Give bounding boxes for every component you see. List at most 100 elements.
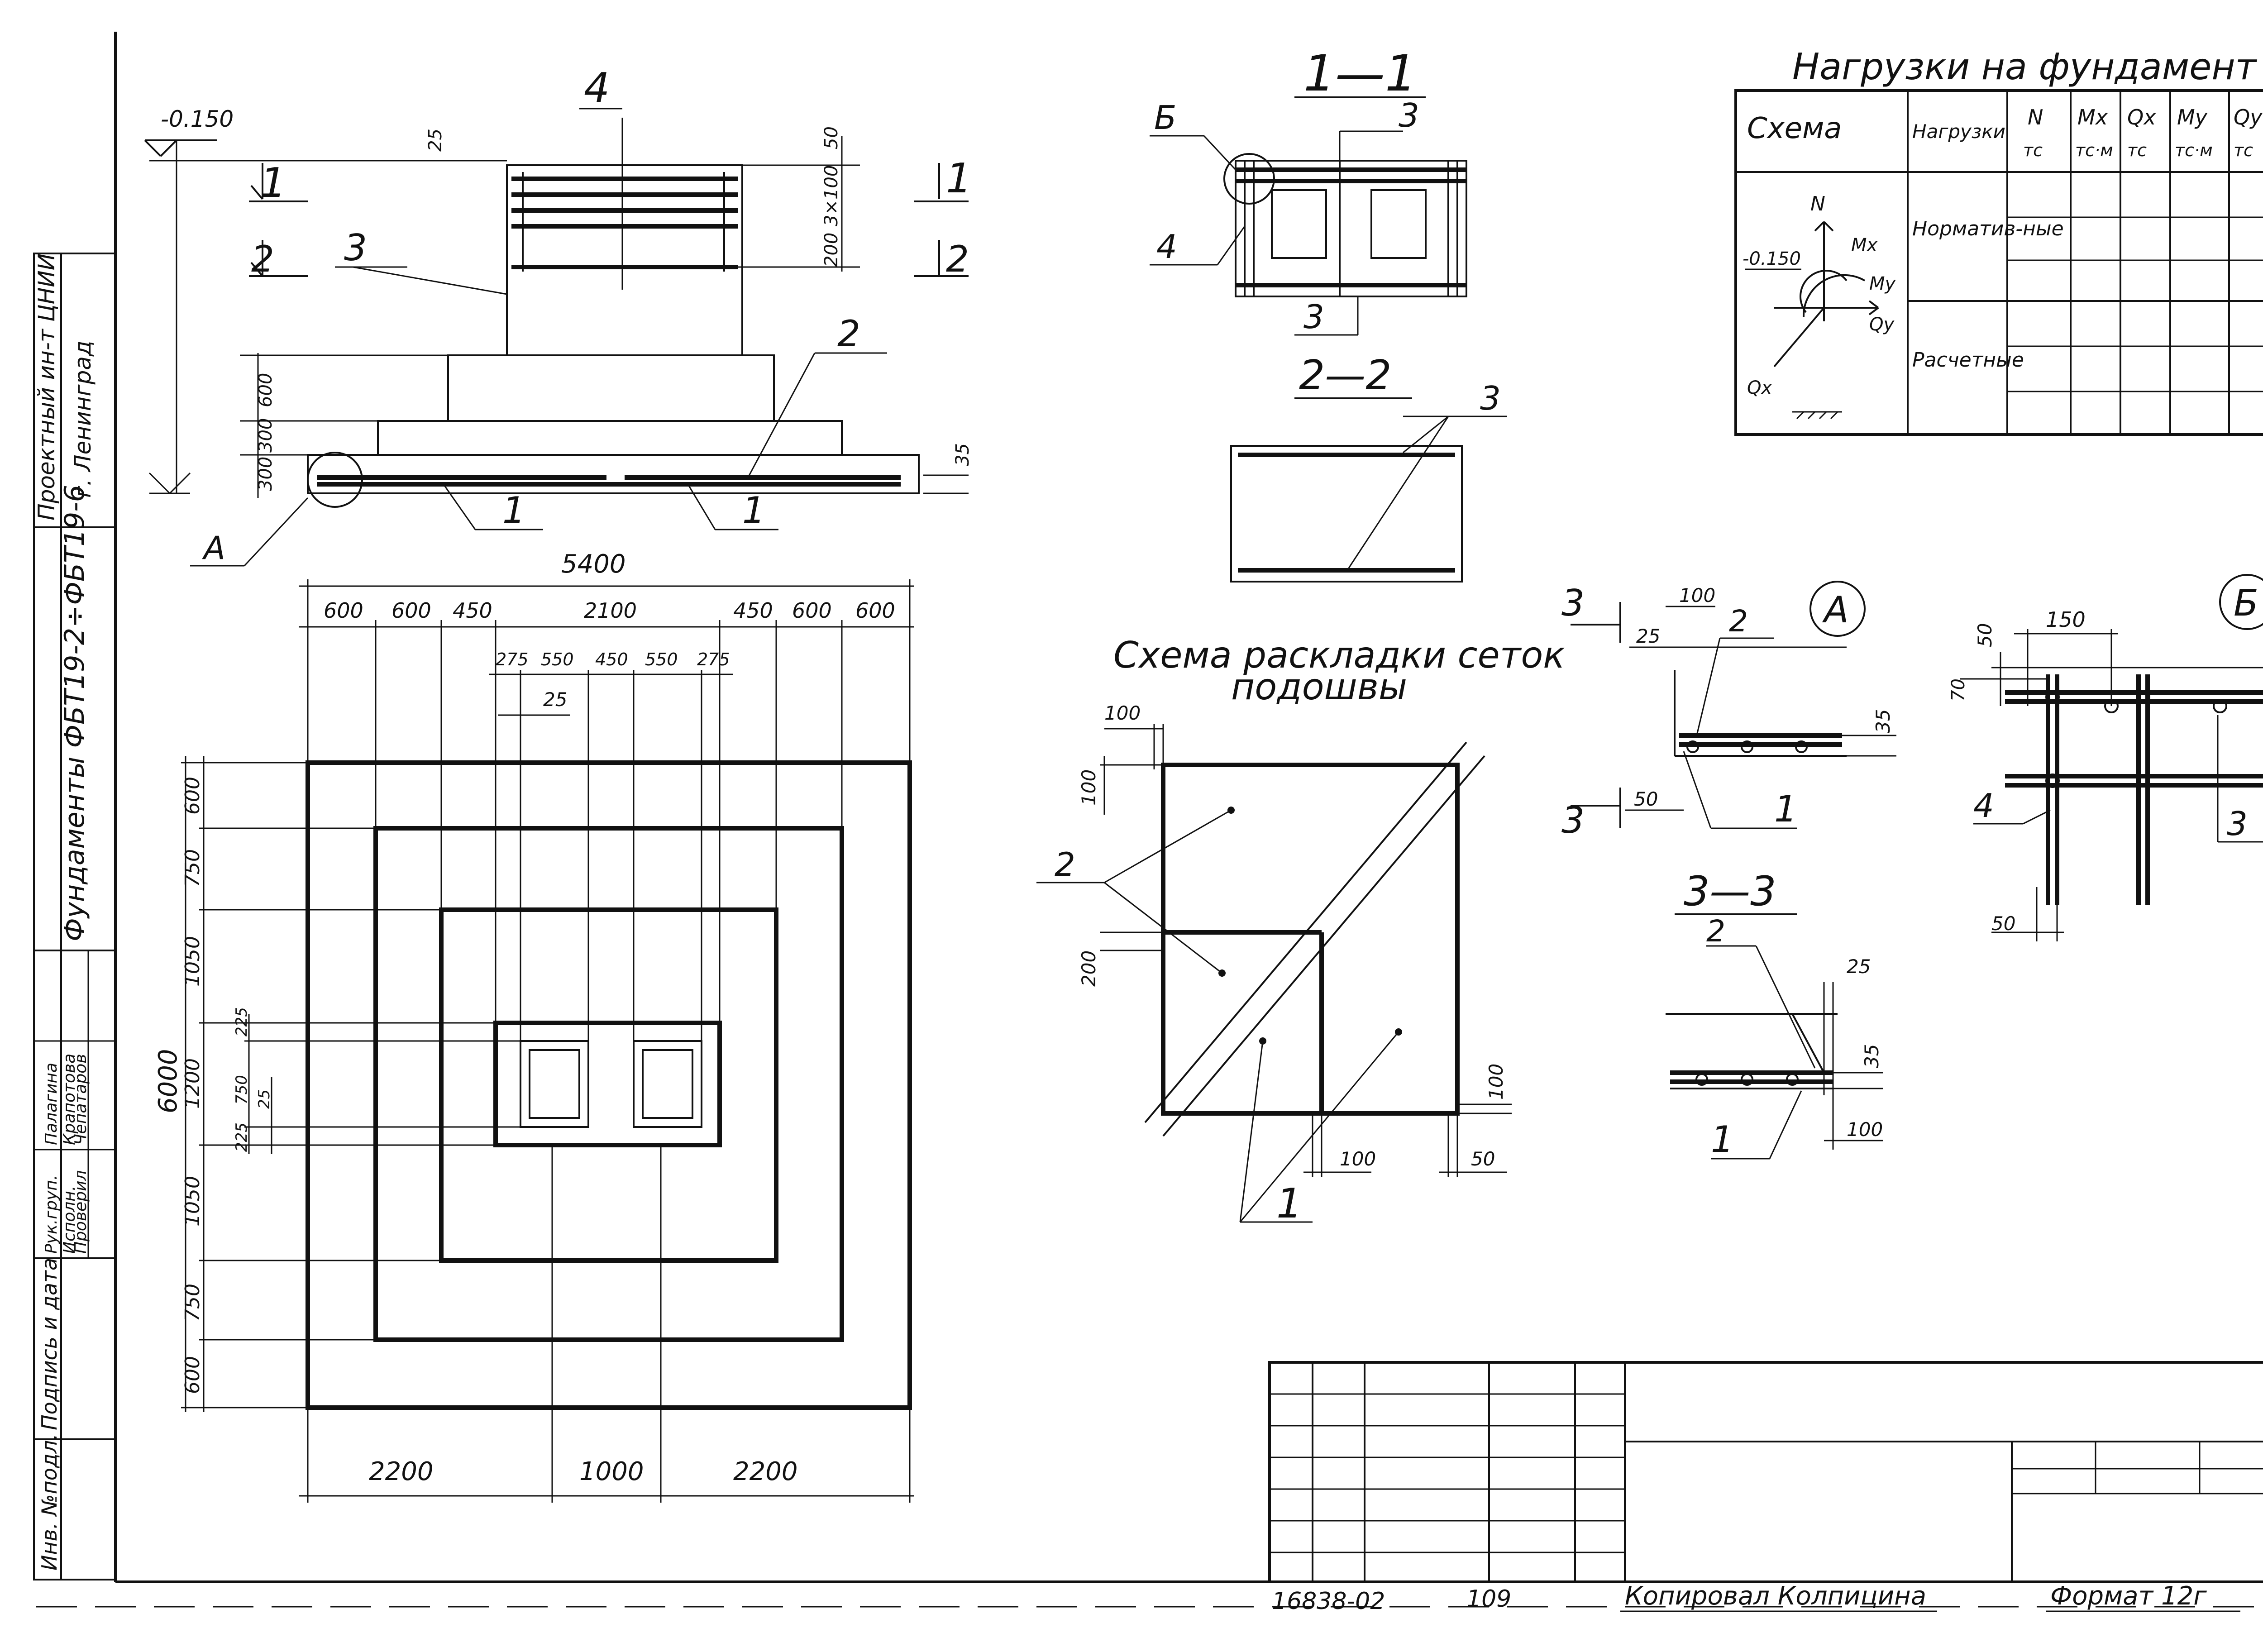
loads-header-scheme: Схема [1747, 112, 1842, 145]
mesh-dim-100b: 100 [1078, 769, 1100, 806]
mesh-dim-200: 200 [1078, 950, 1100, 987]
sec33-dim-35: 35 [1861, 1044, 1883, 1068]
elevation-view: -0.150 1 2 1 2 [144, 64, 973, 567]
plan-top-2: 600 [391, 598, 431, 623]
loads-header-loads: Нагрузки [1912, 120, 2005, 143]
footer-copied: Копировал Колпицина [1625, 1581, 1926, 1611]
detail-b-label-3: 3 [2227, 805, 2248, 843]
loads-col-qx: Qx [2127, 105, 2156, 129]
mesh-title-1: Схема раскладки сеток [1113, 634, 1565, 676]
detail-b: Б 150 50 70 50 4 3 [1948, 574, 2263, 941]
dim-top-200: 200 [821, 233, 842, 267]
detail-b-dim-70: 70 [1948, 678, 1969, 702]
detail-a-label-1: 1 [1774, 788, 1797, 830]
label-2: 2 [837, 313, 860, 355]
detail-b-dim-50b: 50 [1991, 912, 2015, 935]
loads-scheme-mx: Mx [1851, 235, 1878, 256]
plan-left-3: 1050 [181, 936, 204, 987]
dim-left-300b: 300 [255, 457, 276, 491]
detail-a-label-2: 2 [1729, 604, 1748, 639]
loads-scheme-qy: Qy [1869, 314, 1895, 335]
stamp-sign-date: Подпись и дата [37, 1258, 62, 1430]
footer: 16838-02 109 Копировал Колпицина Формат … [1272, 1581, 2240, 1615]
sec11-label-b: Б [1154, 99, 1176, 137]
dim-right-35: 35 [952, 443, 973, 466]
plan-top-6: 600 [792, 598, 832, 623]
section-3-3: 3—3 2 1 25 35 100 [1666, 868, 1883, 1160]
footer-page: 109 [1466, 1585, 1511, 1613]
sec22-title: 2—2 [1299, 352, 1392, 399]
label-4: 4 [584, 64, 610, 112]
detail-a-cut-top: 3 [1561, 582, 1585, 624]
plan-inner-2: 550 [541, 649, 574, 669]
loads-col-qy-unit: тс [2234, 140, 2253, 160]
detail-a-dim-100: 100 [1679, 584, 1715, 606]
plan-inner-25: 25 [543, 688, 567, 711]
plan-bot-2: 1000 [579, 1457, 644, 1486]
mesh-dim-100a: 100 [1104, 702, 1141, 724]
cut-1-right: 1 [946, 155, 972, 202]
plan-left-6: 750 [181, 1284, 204, 1322]
loads-scheme-qx: Qx [1747, 377, 1772, 398]
loads-title: Нагрузки на фундамент [1792, 46, 2258, 88]
stamp-title: Фундаменты ФБТ19-2÷ФБТ19-6 [59, 485, 91, 941]
plan-inner-4: 550 [645, 649, 678, 669]
plan-left-7: 600 [181, 1356, 204, 1394]
plan-inner-left-750: 750 [233, 1075, 251, 1104]
plan-left-2: 750 [181, 849, 204, 887]
dim-top-25: 25 [425, 129, 446, 152]
stamp-name-2: Крапотова [60, 1054, 79, 1145]
loads-col-n-unit: тс [2023, 140, 2043, 160]
stamp-role-2: Исполн. [60, 1186, 79, 1254]
cut-2-left: 2 [251, 238, 274, 280]
detail-b-label-4: 4 [1973, 787, 1994, 825]
stamp-org: Проектный ин-т ЦНИИ [33, 253, 60, 520]
plan-left-4: 1200 [181, 1058, 204, 1109]
plan-inner-1: 275 [496, 649, 529, 669]
plan-top-3: 450 [453, 598, 492, 623]
detail-a: А 3 3 100 25 35 50 2 1 [1561, 581, 1896, 841]
dim-left-300a: 300 [255, 418, 276, 453]
loads-col-my-unit: тс·м [2175, 140, 2213, 160]
stamp-role-1: Рук.груп. [42, 1175, 61, 1254]
loads-scheme-n: N [1810, 192, 1825, 215]
mesh-dim-100c: 100 [1340, 1148, 1376, 1170]
loads-scheme-my: My [1869, 273, 1896, 294]
mesh-dim-50: 50 [1471, 1148, 1495, 1170]
label-1a: 1 [502, 489, 525, 531]
label-a: А [202, 530, 225, 567]
side-stamp: Проектный ин-т ЦНИИ г. Ленинград Фундаме… [33, 253, 116, 1580]
plan-left-5: 1050 [181, 1176, 204, 1227]
plan-inner-left-225a: 225 [233, 1007, 251, 1036]
plan-view: 5400 600 600 450 2100 450 600 600 275 55… [153, 549, 914, 1503]
footer-format: Формат 12г [2050, 1581, 2207, 1611]
detail-b-dim-150: 150 [2046, 607, 2086, 632]
plan-overall: 5400 [561, 549, 626, 579]
plan-inner-5: 275 [697, 649, 730, 669]
plan-top-5: 450 [733, 598, 773, 623]
loads-col-mx: Mx [2077, 105, 2108, 129]
section-1-1: 1—1 Б 3 4 3 [1150, 44, 1467, 336]
stamp-city: г. Ленинград [70, 340, 96, 498]
sec33-title: 3—3 [1684, 868, 1776, 915]
loads-row-design: Расчетные [1912, 349, 2024, 372]
loads-row-normative: Норматив-ные [1912, 217, 2064, 240]
stamp-name-1: Палагина [42, 1063, 61, 1145]
plan-left-total: 6000 [153, 1049, 183, 1113]
section-2-2: 2—2 3 [1230, 352, 1507, 582]
label-3: 3 [344, 227, 367, 269]
mesh-scheme: Схема раскладки сеток подошвы 100 100 20… [1036, 634, 1565, 1227]
plan-inner-left-225b: 225 [233, 1122, 251, 1152]
mesh-label-2: 2 [1055, 845, 1075, 883]
sec11-title: 1—1 [1303, 44, 1417, 102]
sec33-dim-25: 25 [1847, 955, 1871, 978]
sec22-label-3: 3 [1480, 379, 1501, 417]
plan-top-1: 600 [324, 598, 363, 623]
dim-top-3x100: 3×100 [821, 165, 842, 226]
loads-table: Нагрузки на фундамент Схема Нагрузки N т… [1734, 46, 2263, 436]
detail-b-dim-50: 50 [1974, 623, 1996, 647]
loads-col-mx-unit: тс·м [2075, 140, 2113, 160]
plan-top-7: 600 [855, 598, 895, 623]
sec11-label-3bot: 3 [1303, 298, 1324, 336]
